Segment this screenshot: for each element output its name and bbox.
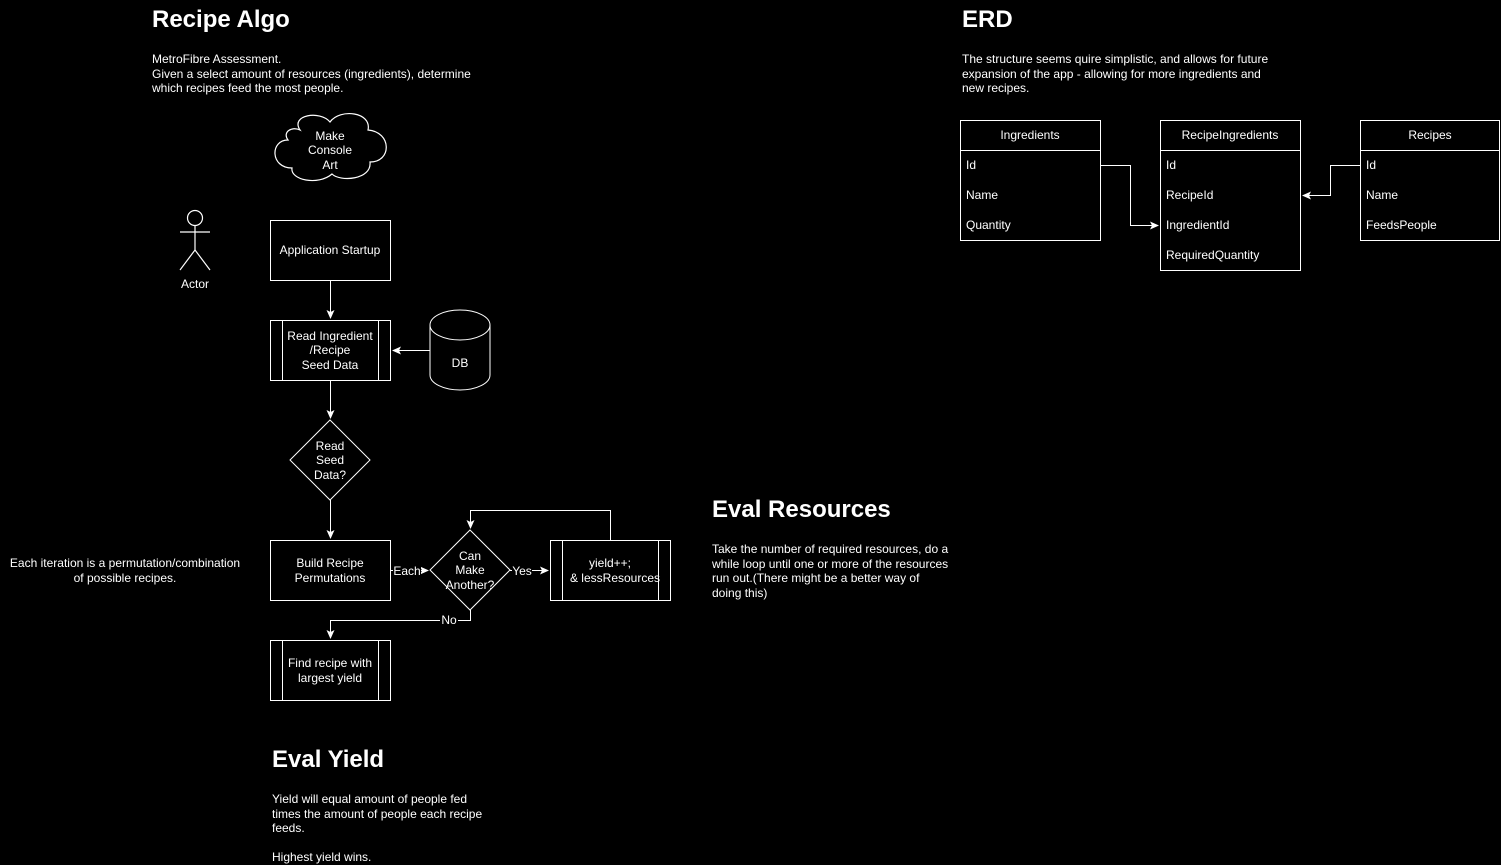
- erd-table-recipes[interactable]: Recipes Id Name FeedsPeople: [1360, 120, 1500, 241]
- erd-table-header: RecipeIngredients: [1182, 128, 1279, 142]
- yield-increment-node[interactable]: yield++; & lessResources: [550, 540, 671, 601]
- build-permutations-node[interactable]: Build Recipe Permutations: [270, 540, 391, 601]
- erd-desc-line: new recipes.: [962, 81, 1030, 95]
- read-seed-node[interactable]: Read Ingredient /Recipe Seed Data: [270, 320, 391, 381]
- cloud-label-line: Console: [308, 143, 352, 157]
- eval-yield-desc-line: times the amount of people each recipe: [272, 806, 483, 821]
- cloud-label-line: Make: [315, 129, 345, 143]
- db-label: DB: [452, 356, 469, 370]
- eval-yield-section: Eval Yield: [272, 746, 384, 774]
- edge-no: [326, 610, 471, 639]
- erd-field: Id: [1166, 158, 1176, 172]
- relation-recipe-id: [1302, 165, 1361, 200]
- relation-ingredient-id: [1100, 165, 1159, 230]
- eval-yield-desc-line: Yield will equal amount of people fed: [272, 792, 468, 806]
- erd-field: Name: [1366, 188, 1398, 202]
- erd-field: Quantity: [966, 218, 1011, 232]
- eval-resources-section: Eval Resources: [712, 496, 891, 524]
- startup-node[interactable]: Application Startup: [270, 220, 391, 281]
- actor-figure[interactable]: Actor: [179, 209, 211, 292]
- eval-yield-desc-line: feeds.: [272, 821, 305, 835]
- erd-desc-line: expansion of the app - allowing for more…: [962, 66, 1261, 81]
- recipe-algo-section: Recipe Algo: [152, 6, 290, 34]
- startup-label: Application Startup: [280, 243, 381, 257]
- erd-table-header: Ingredients: [1000, 128, 1059, 142]
- actor-label: Actor: [181, 277, 209, 291]
- eval-yield-title: Eval Yield: [272, 746, 385, 773]
- recipe-algo-description: MetroFibre Assessment. Given a select am…: [152, 52, 471, 96]
- find-largest-yield-node[interactable]: Find recipe with largest yield: [270, 640, 391, 701]
- find-label-line: largest yield: [298, 671, 362, 685]
- decision-make-label-line: Make: [455, 563, 485, 577]
- decision-seed-label-line: Seed: [316, 453, 344, 467]
- eval-resources-description: Take the number of required resources, d…: [712, 542, 948, 600]
- erd-field: Id: [1366, 158, 1376, 172]
- eval-resources-desc-line: Take the number of required resources, d…: [712, 542, 949, 556]
- erd-desc-line: The structure seems quire simplistic, an…: [962, 52, 1269, 66]
- erd-description: The structure seems quire simplistic, an…: [962, 52, 1268, 96]
- edge-label-yes: Yes: [512, 564, 532, 578]
- find-label-line: Find recipe with: [288, 656, 372, 670]
- eval-resources-desc-line: while loop until one or more of the reso…: [712, 556, 949, 571]
- erd-field: Id: [966, 158, 976, 172]
- recipe-algo-desc-line: which recipes feed the most people.: [152, 81, 344, 95]
- recipe-algo-desc-line: MetroFibre Assessment.: [152, 52, 282, 66]
- db-node[interactable]: DB: [429, 309, 491, 391]
- cloud-make-console-art[interactable]: Make Console Art: [274, 113, 387, 182]
- build-label-line: Permutations: [295, 571, 366, 585]
- yield-label-line: & lessResources: [570, 571, 660, 585]
- build-label-line: Build Recipe: [296, 556, 364, 570]
- decision-seed-label-line: Data?: [314, 468, 346, 482]
- edge-loop-back: [466, 510, 611, 540]
- eval-yield-description: Yield will equal amount of people fed ti…: [272, 792, 482, 865]
- erd-field: FeedsPeople: [1366, 218, 1437, 232]
- actor-head: [186, 209, 204, 227]
- cloud-label-line: Art: [322, 158, 338, 172]
- read-seed-label-line: /Recipe: [310, 343, 351, 357]
- read-seed-label-line: Seed Data: [302, 358, 359, 372]
- eval-resources-desc-line: run out.(There might be a better way of: [712, 571, 920, 585]
- eval-resources-title: Eval Resources: [712, 496, 891, 523]
- erd-table-recipeingredients[interactable]: RecipeIngredients Id RecipeId Ingredient…: [1160, 120, 1301, 271]
- iteration-note-line: Each iteration is a permutation/combinat…: [9, 556, 241, 570]
- erd-field: RecipeId: [1166, 188, 1213, 202]
- recipe-algo-desc-line: Given a select amount of resources (ingr…: [152, 66, 471, 81]
- read-seed-label-line: Read Ingredient: [287, 329, 373, 343]
- decision-can-make-another[interactable]: Can Make Another?: [429, 529, 511, 611]
- edge-label-no: No: [441, 613, 457, 627]
- erd-field: IngredientId: [1166, 218, 1229, 232]
- edge-label-each: Each: [393, 564, 420, 578]
- erd-field: RequiredQuantity: [1166, 248, 1259, 262]
- erd-table-header: Recipes: [1408, 128, 1451, 142]
- iteration-note-line: of possible recipes.: [73, 570, 177, 585]
- erd-relations: [1100, 165, 1361, 230]
- recipe-algo-title: Recipe Algo: [152, 6, 290, 33]
- erd-title: ERD: [962, 6, 1013, 33]
- erd-table-ingredients[interactable]: Ingredients Id Name Quantity: [960, 120, 1101, 241]
- eval-yield-desc-line: Highest yield wins.: [272, 850, 372, 864]
- decision-make-label-line: Another?: [446, 578, 495, 592]
- edge-labels: Each Yes No: [393, 564, 532, 627]
- erd-section: ERD: [962, 6, 1013, 34]
- decision-make-label-line: Can: [459, 549, 481, 563]
- yield-label-line: yield++;: [589, 556, 631, 570]
- eval-resources-desc-line: doing this): [712, 585, 768, 600]
- decision-read-seed[interactable]: Read Seed Data?: [289, 419, 371, 501]
- decision-seed-label-line: Read: [316, 439, 345, 453]
- iteration-note: Each iteration is a permutation/combinat…: [0, 556, 250, 585]
- erd-field: Name: [966, 188, 998, 202]
